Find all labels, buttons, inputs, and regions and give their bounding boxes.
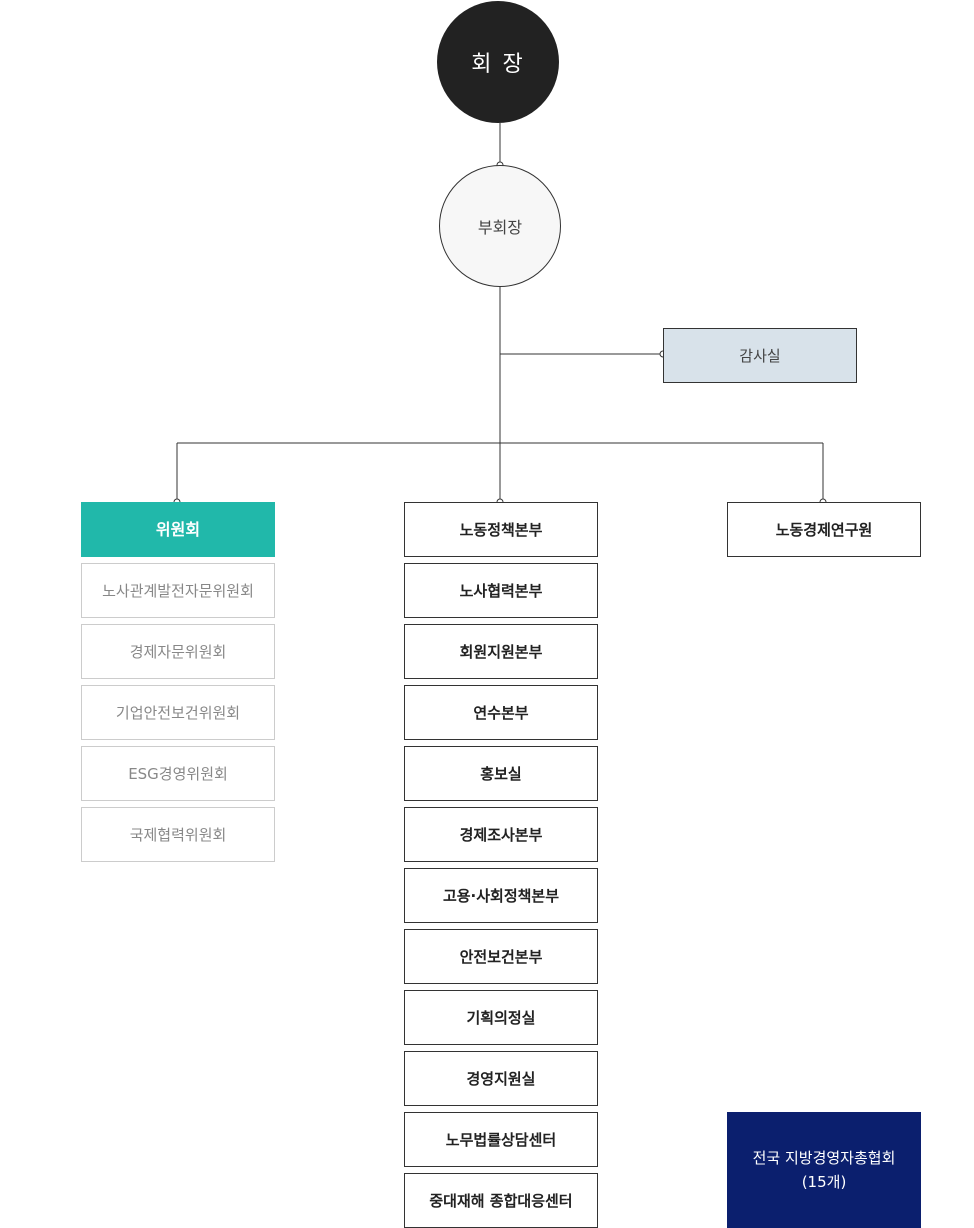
department-box: 연수본부 — [404, 685, 598, 740]
committee-item: 기업안전보건위원회 — [81, 685, 275, 740]
committee-item: 노사관계발전자문위원회 — [81, 563, 275, 618]
department-label: 회원지원본부 — [459, 642, 543, 661]
institute-box: 노동경제연구원 — [727, 502, 921, 557]
department-box: 홍보실 — [404, 746, 598, 801]
committee-header: 위원회 — [81, 502, 275, 557]
department-label: 노사협력본부 — [459, 581, 543, 600]
department-box: 노동정책본부 — [404, 502, 598, 557]
committee-item: 국제협력위원회 — [81, 807, 275, 862]
chairman-label: 회 장 — [471, 52, 525, 77]
department-label: 경영지원실 — [466, 1069, 536, 1088]
regional-association-count: (15개) — [801, 1173, 847, 1191]
chairman-node: 회 장 — [437, 1, 559, 123]
department-box: 중대재해 종합대응센터 — [404, 1173, 598, 1228]
department-box: 노사협력본부 — [404, 563, 598, 618]
department-label: 노동정책본부 — [459, 520, 543, 539]
department-box: 고용·사회정책본부 — [404, 868, 598, 923]
committee-item-label: 기업안전보건위원회 — [115, 703, 241, 722]
department-label: 고용·사회정책본부 — [442, 886, 560, 905]
regional-association-box: 전국 지방경영자총협회 (15개) — [727, 1112, 921, 1228]
committee-title: 위원회 — [155, 519, 201, 539]
department-box: 노무법률상담센터 — [404, 1112, 598, 1167]
vice-chairman-label: 부회장 — [477, 218, 523, 237]
committee-item-label: ESG경영위원회 — [128, 764, 228, 783]
audit-office-box: 감사실 — [663, 328, 857, 383]
department-label: 연수본부 — [473, 703, 529, 722]
committee-item-label: 경제자문위원회 — [129, 642, 227, 661]
department-box: 기획의정실 — [404, 990, 598, 1045]
vice-chairman-node: 부회장 — [439, 165, 561, 287]
department-label: 중대재해 종합대응센터 — [429, 1191, 573, 1210]
committee-item-label: 국제협력위원회 — [129, 825, 227, 844]
department-box: 경제조사본부 — [404, 807, 598, 862]
committee-item: ESG경영위원회 — [81, 746, 275, 801]
audit-office-label: 감사실 — [739, 346, 781, 365]
department-box: 회원지원본부 — [404, 624, 598, 679]
regional-association-name: 전국 지방경영자총협회 — [752, 1149, 896, 1167]
committee-item: 경제자문위원회 — [81, 624, 275, 679]
department-box: 안전보건본부 — [404, 929, 598, 984]
institute-label: 노동경제연구원 — [775, 520, 873, 539]
department-label: 기획의정실 — [466, 1008, 536, 1027]
department-label: 노무법률상담센터 — [445, 1130, 557, 1149]
department-box: 경영지원실 — [404, 1051, 598, 1106]
department-label: 경제조사본부 — [459, 825, 543, 844]
committee-item-label: 노사관계발전자문위원회 — [102, 581, 254, 600]
department-label: 안전보건본부 — [459, 947, 543, 966]
department-label: 홍보실 — [480, 764, 522, 783]
